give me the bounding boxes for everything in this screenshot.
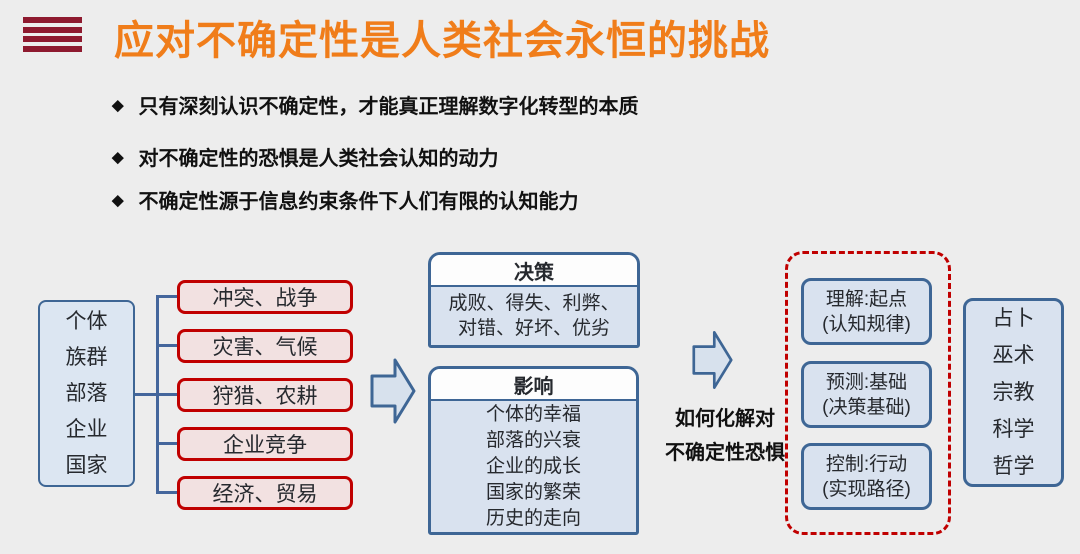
diamond-bullet-icon: ◆ <box>112 96 124 114</box>
question-line: 不确定性恐惧 <box>665 442 785 464</box>
methods-line: 巫术 <box>992 344 1035 367</box>
impact-line: 企业的成长 <box>485 455 581 477</box>
approach-subtitle: (实现路径) <box>822 478 911 500</box>
event-box: 冲突、战争 <box>177 280 353 314</box>
bullet-item: ◆ 对不确定性的恐惧是人类社会认知的动力 <box>112 142 499 171</box>
decision-line: 对错、好坏、优劣 <box>457 318 610 339</box>
bullet-item: ◆ 只有深刻认识不确定性，才能真正理解数字化转型的本质 <box>112 90 639 119</box>
methods-line: 哲学 <box>992 455 1035 478</box>
event-label: 灾害、气候 <box>212 336 318 359</box>
connector-line <box>156 442 179 445</box>
subjects-line: 族群 <box>65 345 108 369</box>
diamond-bullet-icon: ◆ <box>112 148 124 166</box>
event-label: 狩猎、农耕 <box>212 385 318 408</box>
approach-subtitle: (决策基础) <box>822 396 911 418</box>
methods-line: 占卜 <box>992 307 1035 330</box>
decision-header: 决策 <box>431 255 637 287</box>
approach-subtitle: (认知规律) <box>822 313 911 335</box>
bullet-item: ◆ 不确定性源于信息约束条件下人们有限的认知能力 <box>112 185 579 214</box>
bullet-text: 只有深刻认识不确定性，才能真正理解数字化转型的本质 <box>138 96 639 118</box>
methods-box: 占卜 巫术 宗教 科学 哲学 <box>963 298 1064 487</box>
question-line: 如何化解对 <box>675 408 775 430</box>
event-label: 冲突、战争 <box>212 287 318 310</box>
bullet-text: 不确定性源于信息约束条件下人们有限的认知能力 <box>138 191 579 213</box>
approach-box: 控制:行动 (实现路径) <box>801 443 932 510</box>
subjects-line: 个体 <box>65 309 108 333</box>
event-label: 经济、贸易 <box>212 483 318 506</box>
methods-line: 宗教 <box>992 381 1035 404</box>
methods-line: 科学 <box>992 418 1035 441</box>
impact-line: 国家的繁荣 <box>485 481 581 503</box>
impact-body: 个体的幸福 部落的兴衰 企业的成长 国家的繁荣 历史的走向 <box>431 401 636 532</box>
dashed-highlight-frame <box>785 251 951 535</box>
page-title: 应对不确定性是人类社会永恒的挑战 <box>114 19 770 63</box>
connector-line <box>156 295 179 298</box>
approach-box: 预测:基础 (决策基础) <box>801 361 932 428</box>
approach-title: 理解:起点 <box>825 288 908 310</box>
subjects-line: 部落 <box>65 381 108 405</box>
decision-line: 成败、得失、利弊、 <box>448 293 620 314</box>
connector-line <box>156 344 179 347</box>
block-arrow-right-icon <box>692 327 733 393</box>
event-box: 企业竞争 <box>177 427 353 461</box>
approach-title: 控制:行动 <box>825 453 908 475</box>
impact-line: 部落的兴衰 <box>485 429 581 451</box>
impact-header: 影响 <box>431 369 636 401</box>
approach-title: 预测:基础 <box>825 371 908 393</box>
connector-line <box>156 491 179 494</box>
block-arrow-right-icon <box>370 357 416 425</box>
bullet-text: 对不确定性的恐惧是人类社会认知的动力 <box>138 148 499 170</box>
decision-body: 成败、得失、利弊、 对错、好坏、优劣 <box>431 287 637 345</box>
decision-box: 决策 成败、得失、利弊、 对错、好坏、优劣 <box>428 252 640 348</box>
subjects-line: 企业 <box>65 417 108 441</box>
subjects-line: 国家 <box>65 453 108 477</box>
hamburger-bars-icon <box>23 17 82 52</box>
event-box: 灾害、气候 <box>177 329 353 363</box>
event-label: 企业竞争 <box>223 434 307 457</box>
impact-line: 历史的走向 <box>485 507 581 529</box>
connector-line <box>156 296 159 494</box>
approach-box: 理解:起点 (认知规律) <box>801 278 932 345</box>
impact-line: 个体的幸福 <box>485 403 581 425</box>
impact-box: 影响 个体的幸福 部落的兴衰 企业的成长 国家的繁荣 历史的走向 <box>428 366 639 535</box>
event-box: 经济、贸易 <box>177 476 353 510</box>
subjects-box: 个体 族群 部落 企业 国家 <box>38 300 135 487</box>
event-box: 狩猎、农耕 <box>177 378 353 412</box>
question-text: 如何化解对 不确定性恐惧 <box>630 402 820 470</box>
diamond-bullet-icon: ◆ <box>112 191 124 209</box>
